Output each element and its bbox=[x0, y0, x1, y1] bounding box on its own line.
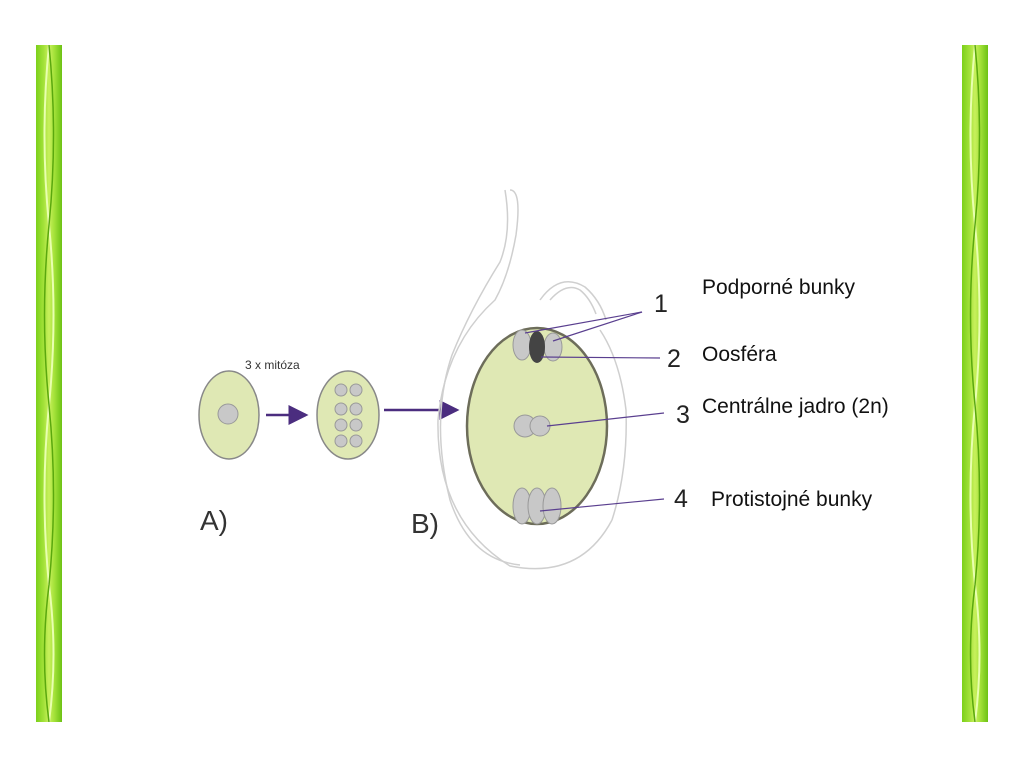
part-4-name: Protistojné bunky bbox=[711, 488, 873, 511]
part-2-name: Oosféra bbox=[702, 343, 777, 366]
eight-nuclei-group bbox=[334, 383, 363, 448]
antipodal-cell-3 bbox=[542, 487, 562, 525]
eight-nuclei-cell bbox=[316, 370, 380, 460]
mitosis-label: 3 x mitóza bbox=[245, 358, 300, 372]
part-1-number: 1 bbox=[654, 290, 668, 318]
ovule-integument bbox=[437, 189, 627, 570]
part-4-number: 4 bbox=[674, 485, 688, 513]
megaspore-nucleus bbox=[217, 403, 239, 425]
part-1-name: Podporné bunky bbox=[702, 276, 855, 299]
synergid-left bbox=[512, 329, 532, 361]
egg-cell bbox=[529, 331, 545, 363]
part-2-number: 2 bbox=[667, 345, 681, 373]
panel-a-label: A) bbox=[200, 505, 228, 536]
part-3-number: 3 bbox=[676, 401, 690, 429]
part-3-name: Centrálne jadro (2n) bbox=[702, 395, 889, 418]
pointer-lines bbox=[524, 311, 665, 512]
right-border-pattern bbox=[969, 45, 981, 722]
right-decorative-border bbox=[962, 45, 988, 722]
panel-b-label: B) bbox=[411, 508, 439, 539]
left-border-pattern bbox=[43, 45, 55, 722]
left-decorative-border bbox=[36, 45, 62, 722]
